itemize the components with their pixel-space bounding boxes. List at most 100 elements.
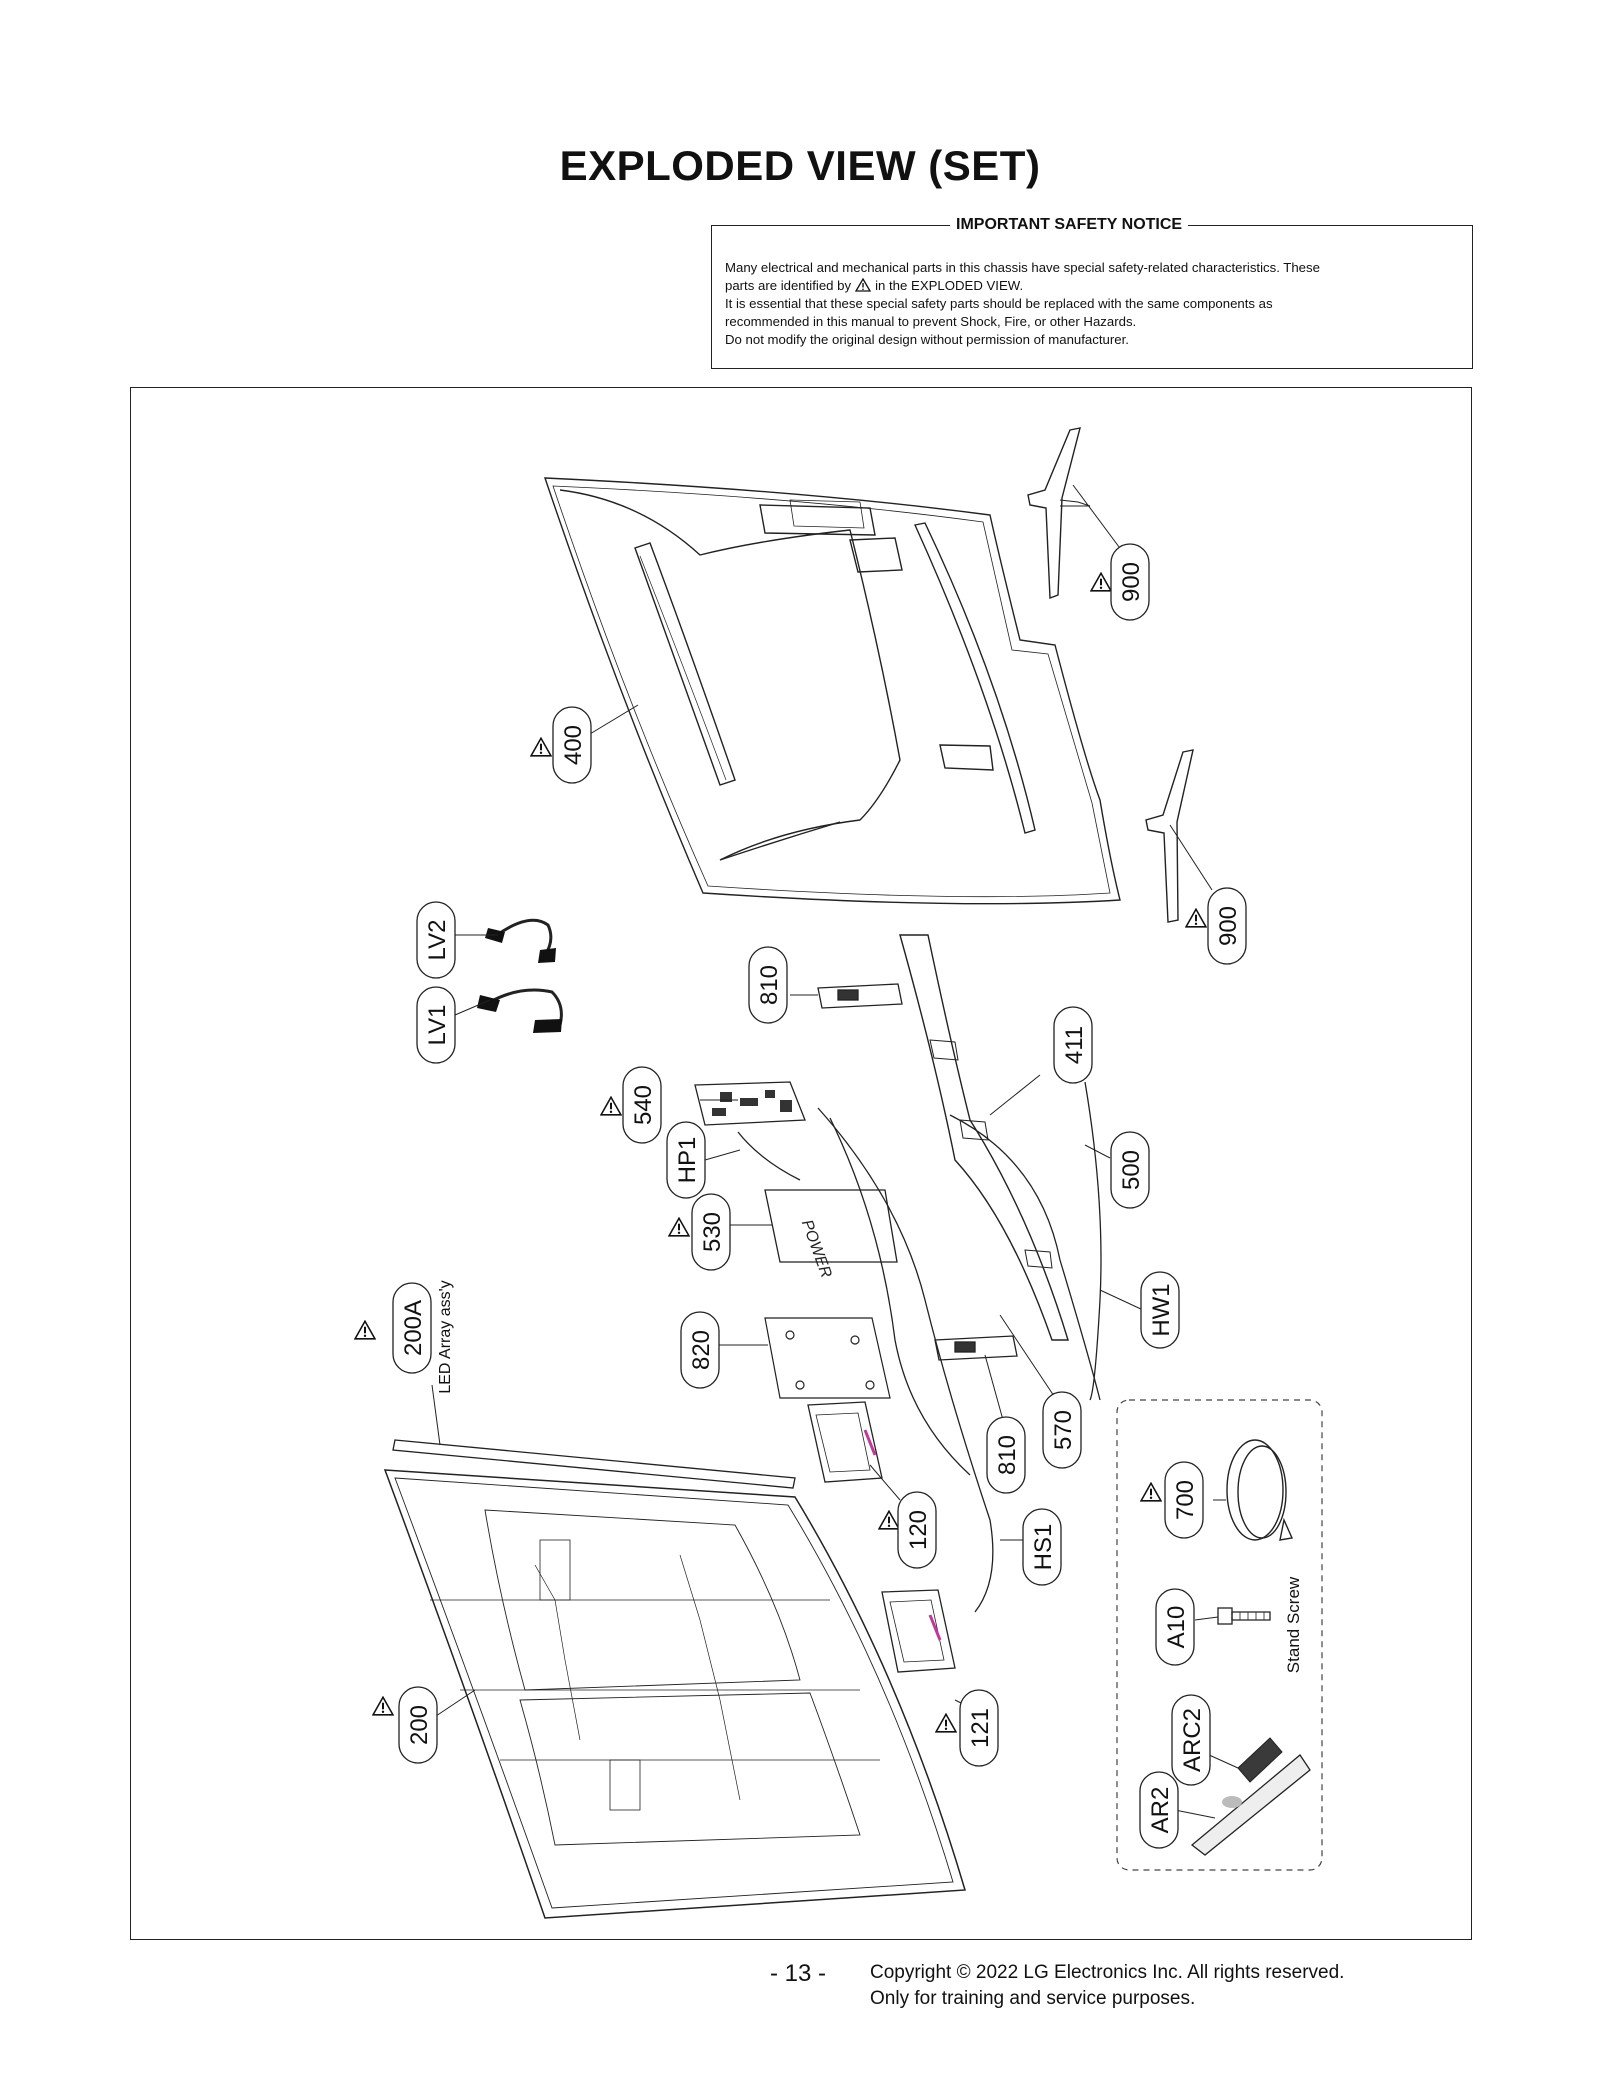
callout-120: 120 [897,1491,937,1569]
warning-triangle-icon [372,1696,394,1716]
power-cord-part [1226,1439,1294,1541]
frame-411-part [899,934,1069,1341]
svg-text:HS1: HS1 [1030,1524,1057,1571]
callout-400: 400 [552,706,592,784]
power-board-label: POWER [798,1218,835,1281]
stand-screw-part [1217,1607,1271,1625]
speaker-120-part [807,1401,883,1483]
warning-triangle-icon [935,1713,957,1733]
callout-500: 500 [1110,1131,1150,1209]
lv-cables-part [487,918,563,1026]
callout-540: 540 [622,1066,662,1144]
svg-text:LED Array ass'y: LED Array ass'y [437,1280,454,1393]
notice-line-1: Many electrical and mechanical parts in … [725,260,1320,275]
warning-triangle-icon [1140,1482,1162,1502]
safety-notice-title: IMPORTANT SAFETY NOTICE [950,216,1189,234]
callout-900-bottom: 900 [1207,887,1247,965]
led-array-label: LED Array ass'y [437,1280,454,1393]
bracket-810-bottom-part [934,1335,1018,1361]
accessories-box [1116,1399,1323,1871]
safety-notice-body: Many electrical and mechanical parts in … [725,259,1459,349]
callout-121: 121 [959,1689,999,1767]
svg-text:500: 500 [1118,1150,1145,1190]
svg-text:810: 810 [756,965,783,1005]
callout-hs1: HS1 [1022,1508,1062,1586]
remote-control-part [1190,1754,1311,1856]
led-array-part [392,1439,796,1489]
warning-triangle-icon [1090,572,1112,592]
safety-warning-markers [354,572,1207,1733]
copyright-notice: Copyright © 2022 LG Electronics Inc. All… [870,1960,1344,2012]
warning-triangle-icon [878,1510,900,1530]
svg-text:HP1: HP1 [674,1137,701,1184]
part-callouts: 900 900 400 LV2 LV1 810 411 540 [392,543,1303,1849]
stand-screw-label: Stand Screw [1284,1576,1303,1673]
svg-text:LV1: LV1 [424,1005,451,1046]
main-board-part [694,1081,806,1126]
callout-200: 200 [398,1686,438,1764]
svg-text:HW1: HW1 [1148,1283,1175,1336]
svg-text:900: 900 [1215,906,1242,946]
svg-text:540: 540 [630,1085,657,1125]
svg-text:ARC2: ARC2 [1179,1708,1206,1772]
svg-text:200: 200 [406,1705,433,1745]
notice-line-2-end: in the EXPLODED VIEW. [875,278,1024,293]
warning-triangle-icon [1185,908,1207,928]
svg-text:400: 400 [560,725,587,765]
copyright-line-2: Only for training and service purposes. [870,1988,1196,2009]
notice-line-3: It is essential that these special safet… [725,296,1273,311]
svg-text:121: 121 [967,1708,994,1748]
svg-text:900: 900 [1118,562,1145,602]
svg-text:200A: 200A [400,1300,427,1356]
warning-triangle-icon [600,1096,622,1116]
bracket-810-top-part [817,983,903,1009]
warning-triangle-icon [855,278,872,292]
stand-left-part [1027,427,1091,599]
svg-text:LV2: LV2 [424,920,451,961]
callout-810-top: 810 [748,946,788,1024]
svg-text:Stand Screw: Stand Screw [1284,1576,1303,1673]
stand-right-part [1145,749,1194,923]
callout-a10: A10 [1155,1588,1195,1666]
callout-hw1: HW1 [1140,1271,1180,1349]
safety-notice-box: IMPORTANT SAFETY NOTICE Many electrical … [711,216,1473,369]
callout-570: 570 [1042,1391,1082,1469]
warning-triangle-icon [668,1217,690,1237]
page-number: - 13 - [770,1960,827,1987]
notice-line-4: recommended in this manual to prevent Sh… [725,314,1137,329]
callout-411: 411 [1053,1006,1093,1084]
page-title: EXPLODED VIEW (SET) [559,142,1041,189]
cable-harnesses [737,1081,1102,1613]
notice-line-5: Do not modify the original design withou… [725,332,1129,347]
notice-line-2-start: parts are identified by [725,278,852,293]
callout-ar2: AR2 [1139,1771,1179,1849]
callout-200a: 200A [392,1282,432,1374]
callout-530: 530 [691,1193,731,1271]
warning-triangle-icon [530,737,552,757]
callout-hp1: HP1 [666,1121,706,1199]
power-board-part: POWER [764,1189,898,1281]
panel-200-part [383,1469,966,1919]
callout-810-bottom: 810 [986,1416,1026,1494]
batteries-part [1237,1737,1283,1783]
callout-lv2: LV2 [416,901,456,979]
speaker-121-part [881,1589,956,1673]
svg-text:411: 411 [1061,1026,1088,1064]
callout-820: 820 [680,1311,720,1389]
svg-text:810: 810 [994,1435,1021,1475]
svg-text:AR2: AR2 [1147,1787,1174,1834]
callout-lv1: LV1 [416,986,456,1064]
svg-text:570: 570 [1050,1410,1077,1450]
callout-900-top: 900 [1110,543,1150,621]
svg-text:530: 530 [699,1212,726,1252]
notice-line-2: parts are identified by in the EXPLODED V… [725,277,1459,295]
svg-text:700: 700 [1172,1480,1199,1520]
callout-700: 700 [1164,1461,1204,1539]
callout-arc2: ARC2 [1171,1694,1211,1786]
warning-triangle-icon [354,1320,376,1340]
back-cover-part [544,477,1121,905]
shield-820-part [764,1317,891,1399]
svg-text:A10: A10 [1163,1606,1190,1649]
copyright-line-1: Copyright © 2022 LG Electronics Inc. All… [870,1962,1345,1983]
